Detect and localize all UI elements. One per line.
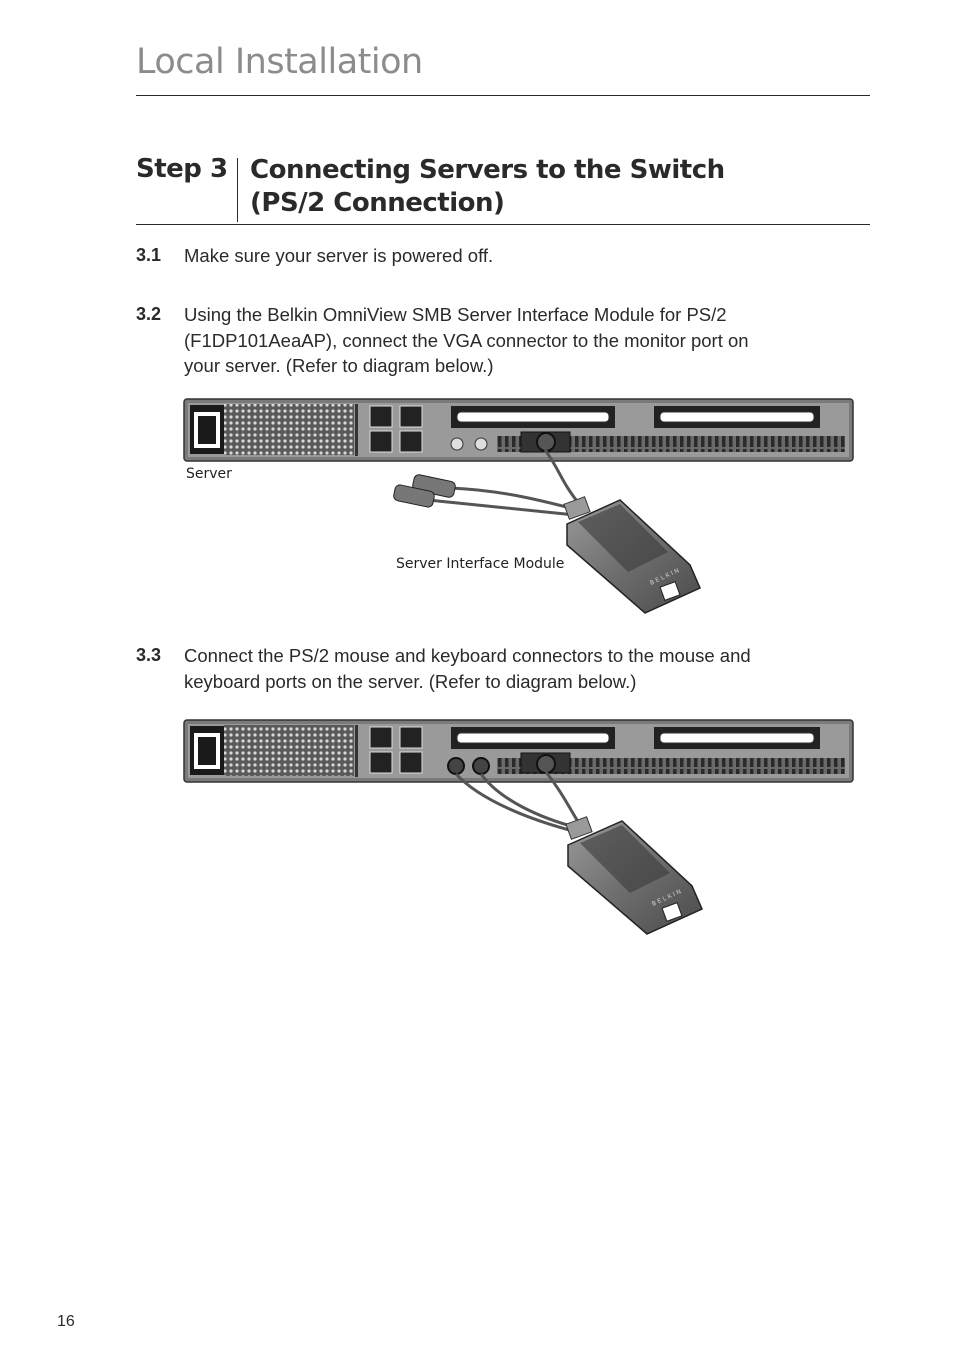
step-heading-line-1: Connecting Servers to the Switch xyxy=(250,155,725,185)
module-label: Server Interface Module xyxy=(396,556,565,572)
server-interface-module-2 xyxy=(565,816,703,935)
item-3-3-line-1: Connect the PS/2 mouse and keyboard conn… xyxy=(184,645,751,666)
item-number-3-1: 3.1 xyxy=(136,245,162,265)
step-heading: Connecting Servers to the Switch (PS/2 C… xyxy=(250,154,725,220)
step-heading-line-2: (PS/2 Connection) xyxy=(250,188,505,218)
server-interface-module xyxy=(563,496,701,614)
figure-1-server-vga: BELKIN xyxy=(183,398,854,614)
item-text-3-1: Make sure your server is powered off. xyxy=(184,243,493,269)
server-label: Server xyxy=(186,466,232,482)
figure-2-server-ps2: BELKIN xyxy=(183,719,854,935)
item-3-3-line-2: keyboard ports on the server. (Refer to … xyxy=(184,670,637,692)
item-number-3-2: 3.2 xyxy=(136,304,162,324)
section-title: Local Installation xyxy=(136,42,423,82)
server-back-panel xyxy=(183,398,854,462)
item-3-2-line-3: your server. (Refer to diagram below.) xyxy=(184,355,494,376)
item-3-2-line-2: (F1DP101AeaAP), connect the VGA connecto… xyxy=(184,329,749,351)
item-3-1-line-1: Make sure your server is powered off. xyxy=(184,245,494,266)
step-label: Step 3 xyxy=(136,154,228,184)
page-number: 16 xyxy=(57,1313,75,1330)
item-3-2-line-1: Using the Belkin OmniView SMB Server Int… xyxy=(184,304,727,325)
ps2-connector-plugs xyxy=(393,474,456,508)
step-divider xyxy=(237,158,238,222)
title-rule xyxy=(136,95,870,96)
server-back-panel-2 xyxy=(183,719,854,783)
step-rule xyxy=(136,224,870,225)
item-number-3-3: 3.3 xyxy=(136,645,162,665)
item-text-3-2: Using the Belkin OmniView SMB Server Int… xyxy=(184,302,749,379)
item-text-3-3: Connect the PS/2 mouse and keyboard conn… xyxy=(184,643,751,694)
